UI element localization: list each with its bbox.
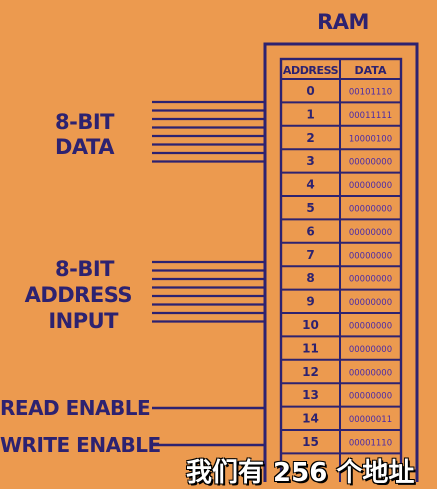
ram-data-cell: 00000000 <box>349 251 392 261</box>
address-bus-label-line1: 8-BIT <box>55 257 114 281</box>
ram-address-cell: 3 <box>306 154 314 168</box>
data-bus-lines <box>152 100 265 163</box>
ram-title: RAM <box>317 10 369 34</box>
ram-address-cell: 7 <box>306 248 314 262</box>
address-bus-label-line2: ADDRESS <box>24 283 133 307</box>
data-column-header: DATA <box>355 64 387 77</box>
ram-data-cell: 00000000 <box>349 392 392 402</box>
address-bus-lines <box>152 260 265 323</box>
ram-data-cell: 00011111 <box>349 111 392 121</box>
ram-data-cell: 00000000 <box>349 345 392 355</box>
ram-data-cell: 00000000 <box>349 205 392 215</box>
ram-address-cell: 12 <box>302 365 319 379</box>
ram-data-cell: 00000000 <box>349 181 392 191</box>
ram-data-cell: 00000000 <box>349 322 392 332</box>
ram-data-cell: 00000000 <box>349 368 392 378</box>
ram-address-cell: 8 <box>306 271 314 285</box>
ram-data-cell: 00000000 <box>349 298 392 308</box>
ram-outer-box <box>263 42 419 482</box>
ram-address-cell: 10 <box>302 318 319 332</box>
data-bus-label-line2: DATA <box>54 135 115 159</box>
ram-data-cell: 00101110 <box>349 88 392 98</box>
ram-address-cell: 15 <box>302 435 319 449</box>
ram-address-cell: 11 <box>302 341 319 355</box>
ram-table: ADDRESS DATA 0 00101110 1 00011111 2 10000100 3 0… <box>279 57 403 482</box>
data-bus-label-line1: 8-BIT <box>55 110 114 134</box>
address-bus-label-line3: INPUT <box>48 309 118 333</box>
ram-address-cell: 2 <box>306 131 314 145</box>
read-enable-label: READ ENABLE <box>0 396 151 420</box>
ram-address-cell: 14 <box>302 412 319 426</box>
ram-data-cell: 00000000 <box>349 228 392 238</box>
ram-address-cell: 4 <box>306 178 314 192</box>
subtitle-caption: 我们有 256 个地址 <box>186 458 415 488</box>
ram-address-cell: 13 <box>302 388 319 402</box>
write-enable-label: WRITE ENABLE <box>0 433 161 457</box>
ram-address-cell: 5 <box>306 201 314 215</box>
ram-data-cell: 00000011 <box>349 415 392 425</box>
ram-data-cell: 00000000 <box>349 275 392 285</box>
ram-address-cell: 9 <box>306 295 314 309</box>
address-column-header: ADDRESS <box>283 64 339 77</box>
ram-address-cell: 0 <box>306 84 314 98</box>
ram-address-cell: 6 <box>306 224 314 238</box>
ram-data-cell: 00001110 <box>349 439 392 449</box>
ram-address-cell: 1 <box>306 107 314 121</box>
ram-data-cell: 00000000 <box>349 158 392 168</box>
ram-data-cell: 10000100 <box>349 134 392 144</box>
